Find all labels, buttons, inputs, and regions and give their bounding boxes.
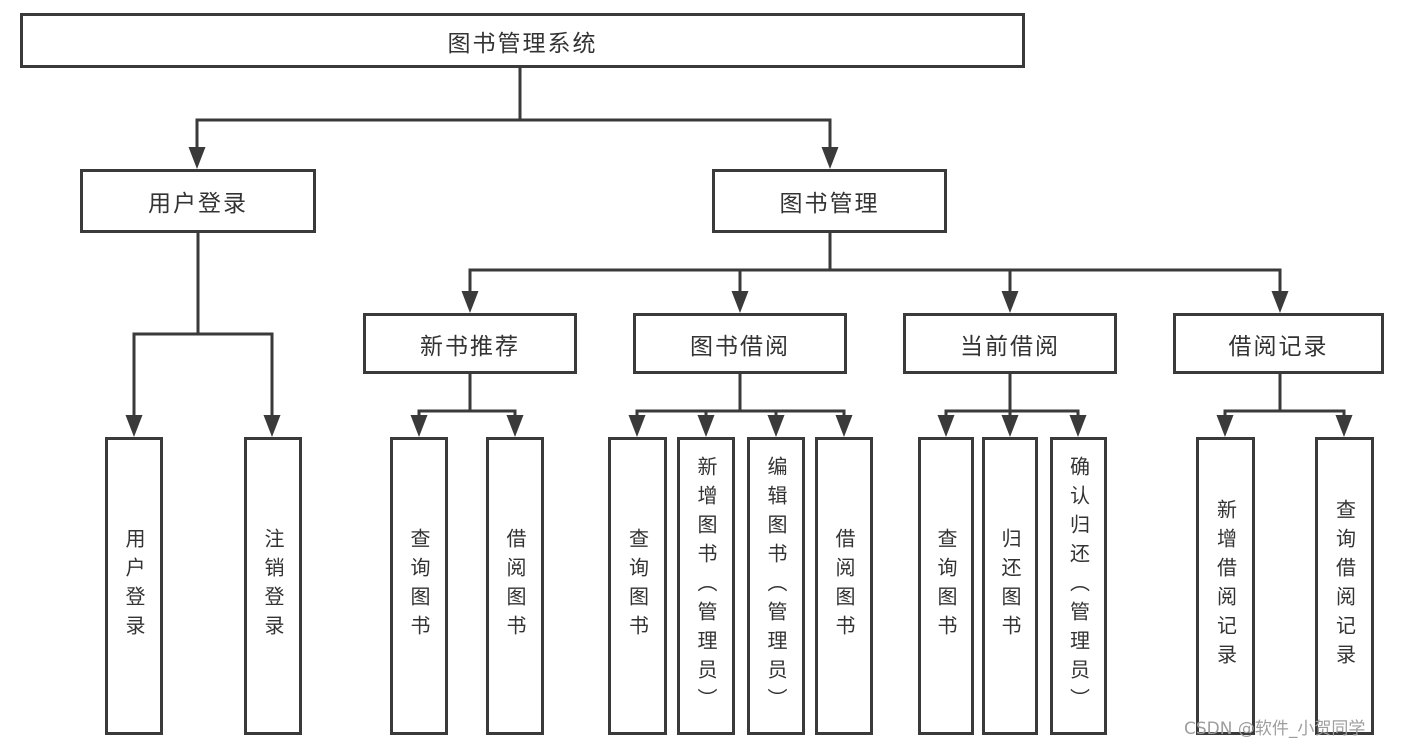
node-user-login-label: 用户登录 <box>148 191 248 217</box>
node-book-borrow: 图书借阅 <box>633 313 847 374</box>
connector-borrow-record-group <box>1216 374 1353 437</box>
leaf-borrow-books-label: 借阅图书 <box>832 528 856 644</box>
connector-user-login-group <box>125 233 281 437</box>
leaf-confirm-return-admin: 确认归还（管理员） <box>1050 437 1107 735</box>
leaf-add-book-admin-label: 新增图书（管理员） <box>694 455 718 717</box>
leaf-user-login: 用户登录 <box>105 437 163 735</box>
node-library-system: 图书管理系统 <box>20 13 1025 68</box>
leaf-query-borrow-record: 查询借阅记录 <box>1315 437 1374 735</box>
node-new-book-recommend: 新书推荐 <box>363 313 577 374</box>
leaf-edit-book-admin: 编辑图书（管理员） <box>747 437 805 735</box>
connector-current-borrow-group <box>937 374 1087 437</box>
connector-book-management-group <box>461 233 1289 313</box>
leaf-return-books-label: 归还图书 <box>998 528 1022 644</box>
leaf-newbook-query-books: 查询图书 <box>390 437 448 735</box>
connector-book-borrow-group <box>628 374 853 437</box>
leaf-edit-book-admin-label: 编辑图书（管理员） <box>764 455 788 717</box>
node-library-system-label: 图书管理系统 <box>447 30 598 57</box>
leaf-user-login-label: 用户登录 <box>122 528 146 644</box>
leaf-borrow-books: 借阅图书 <box>815 437 873 735</box>
leaf-logout-label: 注销登录 <box>261 528 285 644</box>
node-user-login: 用户登录 <box>80 169 316 233</box>
node-book-management: 图书管理 <box>712 169 947 233</box>
connector-new-book-group <box>410 374 524 437</box>
leaf-add-borrow-record-label: 新增借阅记录 <box>1213 499 1238 673</box>
leaf-add-borrow-record: 新增借阅记录 <box>1196 437 1255 735</box>
csdn-watermark: CSDN @软件_小贺同学 <box>1184 719 1366 739</box>
leaf-query-borrow-record-label: 查询借阅记录 <box>1332 499 1357 673</box>
node-borrow-record-label: 借阅记录 <box>1228 333 1329 360</box>
leaf-borrow-query-books-label: 查询图书 <box>625 528 650 644</box>
connector-root-to-level2 <box>188 68 839 169</box>
node-current-borrow: 当前借阅 <box>903 313 1117 374</box>
node-book-management-label: 图书管理 <box>779 191 880 217</box>
leaf-current-query-books: 查询图书 <box>918 437 974 735</box>
node-current-borrow-label: 当前借阅 <box>960 333 1060 360</box>
node-book-borrow-label: 图书借阅 <box>690 333 790 360</box>
leaf-return-books: 归还图书 <box>982 437 1038 735</box>
leaf-add-book-admin: 新增图书（管理员） <box>677 437 735 735</box>
leaf-borrow-query-books: 查询图书 <box>608 437 667 735</box>
leaf-newbook-borrow-books-label: 借阅图书 <box>503 528 527 644</box>
node-new-book-recommend-label: 新书推荐 <box>420 333 520 360</box>
leaf-newbook-borrow-books: 借阅图书 <box>486 437 544 735</box>
node-borrow-record: 借阅记录 <box>1173 313 1384 374</box>
leaf-confirm-return-admin-label: 确认归还（管理员） <box>1066 455 1091 717</box>
leaf-newbook-query-books-label: 查询图书 <box>407 528 431 644</box>
leaf-current-query-books-label: 查询图书 <box>934 528 958 644</box>
leaf-logout: 注销登录 <box>244 437 302 735</box>
